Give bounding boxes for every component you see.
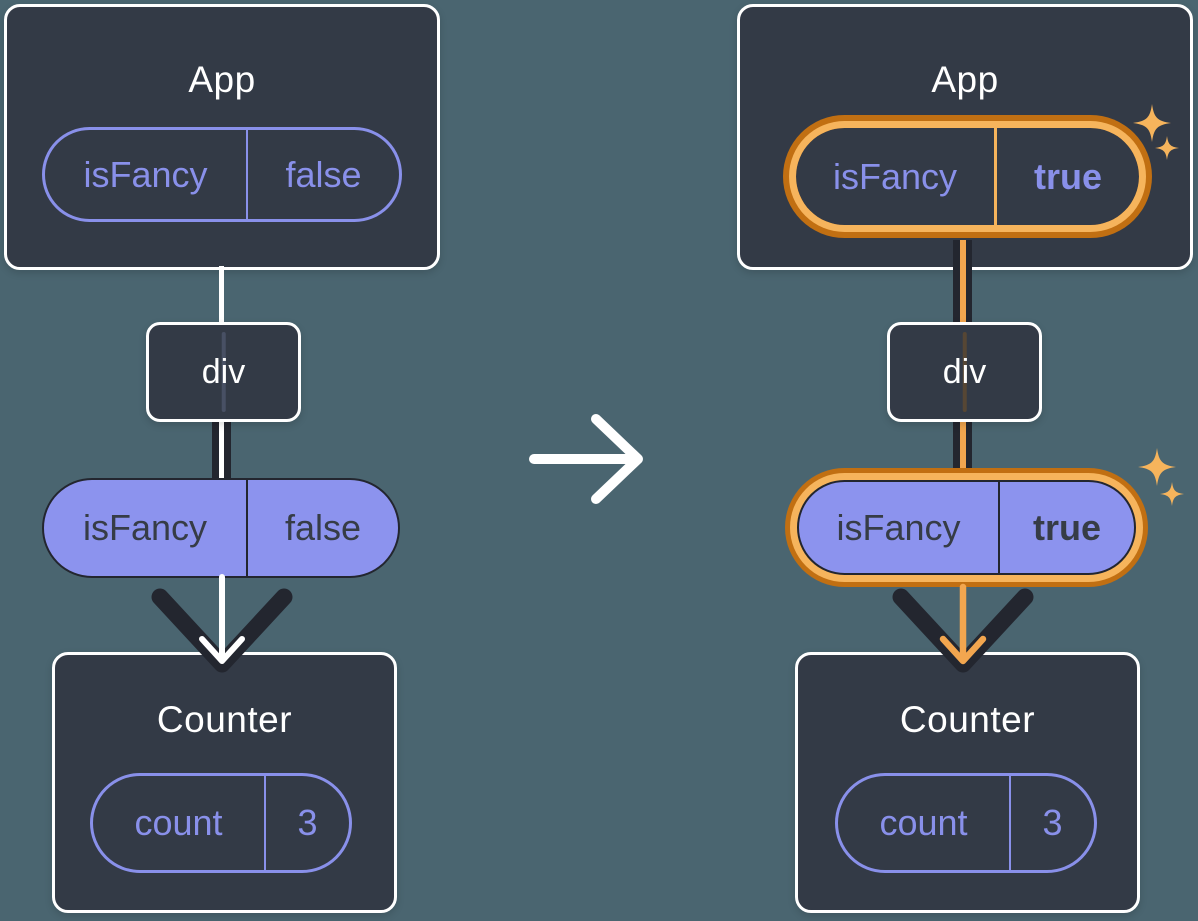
prop-value-label: true xyxy=(1032,506,1101,548)
ghost-line xyxy=(962,332,967,412)
prop-name-label: isFancy xyxy=(799,482,1000,573)
prop-flow-line-highlight xyxy=(960,421,966,480)
app-title: App xyxy=(931,59,999,100)
prop-flow-line-highlight xyxy=(960,240,966,325)
app-title: App xyxy=(188,59,256,100)
prop-name-label: isFancy xyxy=(796,128,997,225)
state-name-label: count xyxy=(93,776,266,870)
app-prop-pill-after: isFancy true xyxy=(796,128,1139,225)
counter-state-pill-before: count 3 xyxy=(90,773,352,873)
app-prop-pill-before: isFancy false xyxy=(42,127,402,222)
div-label: div xyxy=(201,352,246,391)
ghost-line xyxy=(221,332,226,412)
counter-title: Counter xyxy=(899,699,1036,740)
prop-value-label: true xyxy=(1033,155,1102,197)
state-value-label: 3 xyxy=(297,802,318,843)
prop-name-label: isFancy xyxy=(44,480,248,576)
app-card-after: App xyxy=(737,4,1193,270)
arrow-right-icon xyxy=(529,414,643,504)
prop-value-label: false xyxy=(284,507,362,548)
passed-prop-pill-before: isFancy false xyxy=(42,478,400,578)
counter-state-pill-after: count 3 xyxy=(835,773,1097,873)
counter-card-after: Counter xyxy=(795,652,1140,913)
prop-flow-line xyxy=(219,421,224,480)
div-node-after: div xyxy=(887,322,1042,422)
div-label: div xyxy=(942,352,987,391)
prop-name-label: isFancy xyxy=(45,130,248,219)
connector-line xyxy=(219,266,224,326)
arrow-down-icon xyxy=(151,574,293,673)
div-node-before: div xyxy=(146,322,301,422)
passed-prop-pill-after: isFancy true xyxy=(797,480,1136,575)
state-value-label: 3 xyxy=(1042,802,1063,843)
prop-value-label: false xyxy=(285,153,362,195)
state-name-label: count xyxy=(838,776,1011,870)
counter-title: Counter xyxy=(156,699,293,740)
sparkle-icon xyxy=(1138,448,1184,506)
